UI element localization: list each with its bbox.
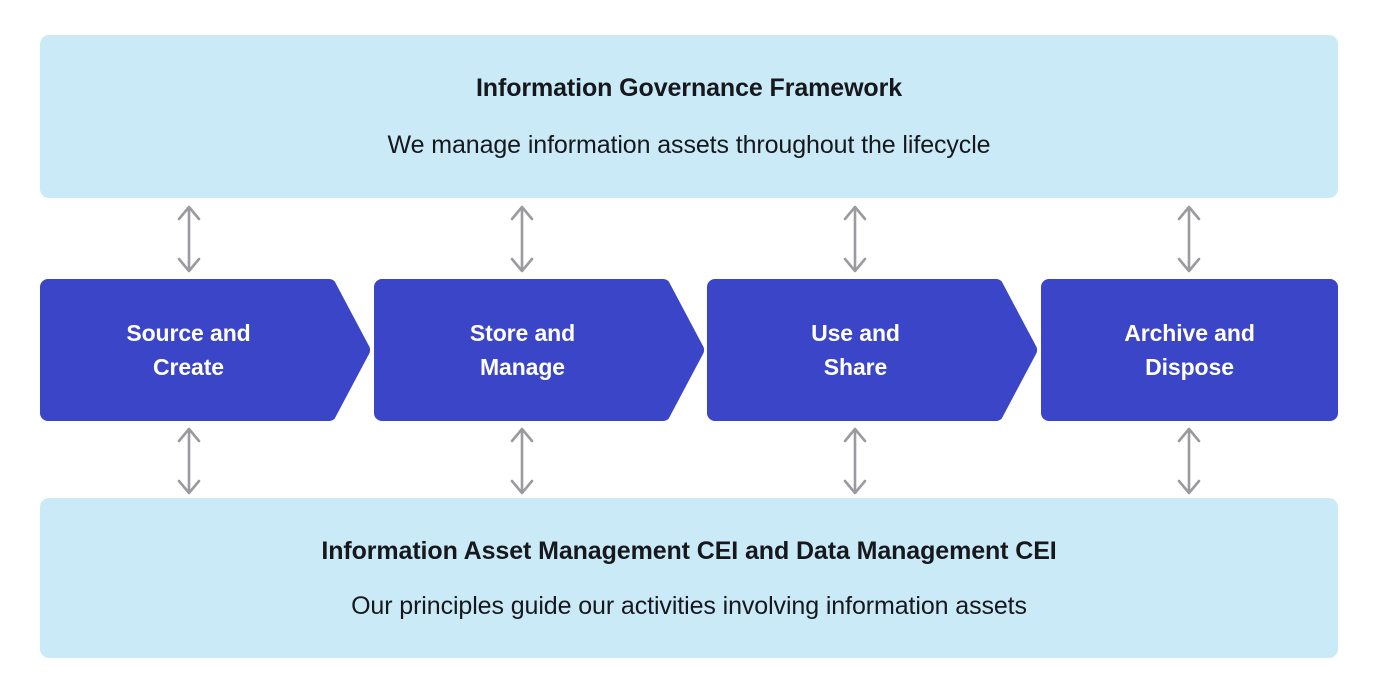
lifecycle-stage-use-and-share[interactable]: Use and Share (707, 279, 1038, 421)
information-governance-framework-banner: Information Governance Framework We mana… (40, 35, 1338, 198)
information-asset-management-cei-banner: Information Asset Management CEI and Dat… (40, 498, 1338, 658)
bottom-banner-title: Information Asset Management CEI and Dat… (321, 536, 1057, 565)
lifecycle-stage-archive-and-dispose[interactable]: Archive and Dispose (1041, 279, 1338, 421)
connector-arrow-bottom-stage-4 (1168, 424, 1210, 498)
connector-arrow-top-stage-3 (834, 202, 876, 276)
connector-arrow-top-stage-4 (1168, 202, 1210, 276)
connector-arrow-bottom-stage-1 (168, 424, 210, 498)
lifecycle-stage-source-and-create[interactable]: Source and Create (40, 279, 371, 421)
lifecycle-stage-store-and-manage[interactable]: Store and Manage (374, 279, 705, 421)
top-banner-title: Information Governance Framework (475, 74, 903, 102)
connector-arrow-top-stage-1 (168, 202, 210, 276)
connector-arrow-bottom-stage-2 (501, 424, 543, 498)
connector-arrow-top-stage-2 (501, 202, 543, 276)
top-banner-subtitle: We manage information assets throughout … (387, 131, 991, 159)
connector-arrow-bottom-stage-3 (834, 424, 876, 498)
bottom-banner-subtitle: Our principles guide our activities invo… (351, 591, 1027, 620)
